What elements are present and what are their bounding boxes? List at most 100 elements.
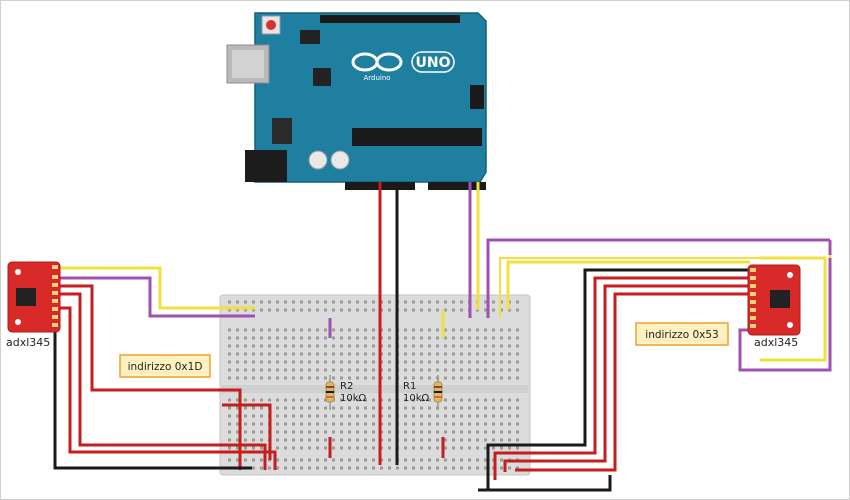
breadboard-hole [484, 430, 487, 434]
breadboard-hole [444, 438, 447, 442]
breadboard-hole [492, 376, 495, 380]
breadboard-hole [508, 430, 511, 434]
breadboard-hole [364, 344, 367, 348]
breadboard-hole [268, 376, 271, 380]
breadboard-hole [300, 336, 303, 340]
breadboard [219, 294, 531, 476]
breadboard-hole [300, 376, 303, 380]
breadboard-hole [308, 368, 311, 372]
breadboard-hole [340, 398, 343, 402]
breadboard-hole [492, 344, 495, 348]
breadboard-hole [412, 336, 415, 340]
breadboard-hole [316, 308, 319, 312]
breadboard-hole [364, 430, 367, 434]
breadboard-hole [404, 308, 407, 312]
breadboard-hole [420, 438, 423, 442]
breadboard-hole [388, 446, 391, 450]
breadboard-hole [244, 446, 247, 450]
breadboard-hole [468, 430, 471, 434]
breadboard-hole [252, 352, 255, 356]
breadboard-hole [356, 414, 359, 418]
breadboard-hole [372, 368, 375, 372]
breadboard-hole [460, 422, 463, 426]
breadboard-hole [252, 308, 255, 312]
breadboard-hole [460, 300, 463, 304]
breadboard-hole [364, 328, 367, 332]
breadboard-hole [300, 422, 303, 426]
breadboard-hole [420, 414, 423, 418]
breadboard-hole [260, 458, 263, 462]
breadboard-hole [244, 344, 247, 348]
wire-left-scl [60, 266, 255, 310]
reset-button-cap [266, 20, 276, 30]
breadboard-hole [444, 344, 447, 348]
breadboard-hole [260, 466, 263, 470]
breadboard-hole [428, 406, 431, 410]
breadboard-hole [372, 466, 375, 470]
breadboard-hole [236, 438, 239, 442]
breadboard-hole [500, 458, 503, 462]
arduino-pcb [254, 12, 487, 183]
breadboard-hole [348, 406, 351, 410]
breadboard-hole [276, 352, 279, 356]
breadboard-hole [516, 406, 519, 410]
breadboard-hole [500, 376, 503, 380]
breadboard-hole [348, 360, 351, 364]
breadboard-hole [332, 308, 335, 312]
breadboard-hole [316, 376, 319, 380]
breadboard-hole [252, 446, 255, 450]
breadboard-hole [236, 414, 239, 418]
breadboard-hole [516, 336, 519, 340]
breadboard-hole [340, 446, 343, 450]
breadboard-hole [228, 430, 231, 434]
breadboard-hole [268, 466, 271, 470]
analog-header [428, 182, 486, 190]
breadboard-hole [372, 376, 375, 380]
resistor-r2: R2 10kΩ [325, 375, 367, 410]
breadboard-hole [300, 406, 303, 410]
breadboard-hole [460, 336, 463, 340]
breadboard-hole [492, 328, 495, 332]
breadboard-hole [516, 398, 519, 402]
breadboard-hole [332, 430, 335, 434]
breadboard-hole [500, 368, 503, 372]
breadboard-hole [324, 438, 327, 442]
breadboard-hole [412, 308, 415, 312]
regulator [272, 118, 292, 144]
breadboard-hole [404, 438, 407, 442]
breadboard-hole [516, 328, 519, 332]
breadboard-hole [292, 328, 295, 332]
breadboard-hole [460, 368, 463, 372]
breadboard-hole [476, 438, 479, 442]
usb-chip [313, 68, 331, 86]
breadboard-hole [484, 414, 487, 418]
breadboard-hole [276, 360, 279, 364]
breadboard-hole [252, 360, 255, 364]
breadboard-hole [316, 352, 319, 356]
breadboard-hole [484, 406, 487, 410]
breadboard-hole [372, 438, 375, 442]
wire-right-scl-loop [760, 256, 827, 362]
breadboard-hole [420, 328, 423, 332]
breadboard-hole [468, 406, 471, 410]
breadboard-hole [388, 466, 391, 470]
breadboard-hole [324, 344, 327, 348]
breadboard-hole [228, 352, 231, 356]
wire-left-vcc-rail [222, 403, 272, 460]
breadboard-hole [236, 458, 239, 462]
breadboard-hole [508, 446, 511, 450]
breadboard-hole [356, 368, 359, 372]
breadboard-hole [348, 344, 351, 348]
breadboard-hole [372, 360, 375, 364]
breadboard-hole [244, 336, 247, 340]
breadboard-hole [316, 344, 319, 348]
breadboard-hole [484, 352, 487, 356]
breadboard-hole [444, 376, 447, 380]
breadboard-hole [428, 368, 431, 372]
breadboard-hole [324, 360, 327, 364]
breadboard-hole [372, 344, 375, 348]
breadboard-hole [396, 466, 399, 470]
breadboard-hole [244, 328, 247, 332]
breadboard-center-channel [222, 385, 528, 393]
